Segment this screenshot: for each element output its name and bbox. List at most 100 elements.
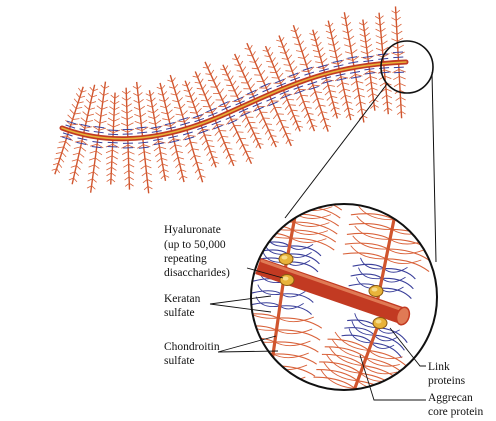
chondroitin-barb [90, 143, 98, 147]
chondroitin-barb [107, 123, 114, 128]
chondroitin-barb [142, 179, 148, 184]
chondroitin-barb [202, 66, 209, 69]
chondroitin-barb [219, 88, 224, 94]
chondroitin-sulfate-chain [276, 328, 313, 335]
chondroitin-barb [143, 186, 149, 191]
chondroitin-barb [197, 129, 203, 135]
core-protein-strand [353, 67, 365, 123]
chondroitin-barb [341, 23, 347, 27]
chondroitin-barb [234, 85, 240, 92]
chondroitin-barb [294, 43, 301, 46]
chondroitin-barb [182, 110, 188, 116]
chondroitin-barb [312, 124, 318, 127]
keratan-barb [319, 68, 329, 72]
chondroitin-barb [126, 109, 133, 114]
chondroitin-barb [346, 101, 353, 104]
chondroitin-barb [303, 100, 310, 103]
chondroitin-sulfate-chain [354, 387, 397, 390]
chondroitin-barb [196, 87, 203, 90]
chondroitin-barb [248, 156, 254, 159]
magnify-connector-right [431, 71, 437, 263]
chondroitin-barb [236, 70, 243, 72]
chondroitin-barb [61, 152, 67, 158]
leader-lines [209, 267, 426, 401]
chondroitin-sulfate-chain [342, 252, 387, 260]
chondroitin-barb [207, 63, 211, 69]
keratan-barb [198, 129, 209, 134]
chondroitin-sulfate-chain [298, 204, 343, 211]
chondroitin-barb [249, 83, 255, 90]
chondroitin-barb [128, 163, 135, 168]
chondroitin-barb [334, 76, 342, 82]
chondroitin-barb [156, 157, 162, 163]
chondroitin-barb [395, 96, 401, 101]
keratan-barb [65, 124, 76, 129]
chondroitin-barb [357, 87, 365, 91]
chondroitin-barb [207, 79, 214, 82]
keratan-barb [378, 57, 389, 60]
chondroitin-barb [111, 155, 118, 160]
chondroitin-barb [196, 161, 203, 164]
chondroitin-barb [155, 152, 161, 157]
chondroitin-barb [289, 104, 296, 106]
keratan-barb [150, 126, 162, 129]
chondroitin-barb [365, 38, 372, 43]
chondroitin-barb [136, 144, 144, 149]
chondroitin-barb [121, 103, 127, 108]
chondroitin-barb [186, 100, 193, 103]
chondroitin-barb [375, 41, 383, 45]
chondroitin-barb [79, 95, 86, 99]
chondroitin-barb [127, 144, 135, 149]
chondroitin-sulfate-chain [251, 313, 279, 319]
chondroitin-barb [109, 106, 115, 111]
chondroitin-barb [316, 66, 324, 69]
label-aggrecan-line2: core protein [428, 406, 483, 418]
chondroitin-barb [398, 68, 406, 73]
chondroitin-barb [292, 66, 298, 72]
chondroitin-barb [298, 100, 304, 107]
keratan-barb [321, 76, 332, 80]
chondroitin-barb [294, 125, 299, 131]
chondroitin-barb [156, 125, 163, 131]
chondroitin-barb [293, 89, 300, 95]
label-link-line1: Link [428, 361, 450, 373]
chondroitin-barb [323, 63, 330, 69]
chondroitin-barb [52, 162, 59, 166]
keratan-barb [211, 120, 222, 126]
keratan-barb [362, 55, 373, 59]
chondroitin-barb [140, 119, 148, 125]
chondroitin-barb [330, 62, 339, 65]
keratan-barb [266, 96, 276, 102]
chondroitin-barb [307, 112, 314, 115]
chondroitin-barb [242, 144, 249, 146]
chondroitin-barb [204, 90, 210, 96]
chondroitin-barb [207, 95, 212, 102]
chondroitin-barb [126, 90, 131, 95]
chondroitin-barb [315, 61, 323, 64]
chondroitin-barb [170, 121, 177, 127]
chondroitin-barb [159, 105, 167, 109]
chondroitin-barb [247, 77, 253, 84]
chondroitin-barb [297, 125, 304, 128]
chondroitin-barb [138, 151, 145, 156]
chondroitin-barb [391, 38, 398, 42]
chondroitin-barb [167, 138, 174, 144]
chondroitin-barb [82, 111, 88, 117]
chondroitin-barb [342, 101, 347, 106]
chondroitin-barb [133, 100, 140, 104]
chondroitin-barb [252, 106, 259, 113]
chondroitin-barb [342, 30, 349, 34]
chondroitin-barb [170, 93, 177, 96]
chondroitin-barb [367, 49, 374, 55]
chondroitin-barb [292, 120, 297, 126]
chondroitin-barb [345, 94, 352, 98]
chondroitin-barb [317, 97, 324, 100]
chondroitin-barb [180, 103, 186, 109]
label-keratan-line1: Keratan [164, 293, 201, 305]
chondroitin-barb [372, 93, 379, 97]
keratan-sulfate-chain [383, 268, 416, 280]
chondroitin-barb [192, 75, 198, 78]
chondroitin-barb [285, 132, 292, 135]
chondroitin-barb [297, 33, 302, 39]
chondroitin-barb [351, 49, 358, 54]
